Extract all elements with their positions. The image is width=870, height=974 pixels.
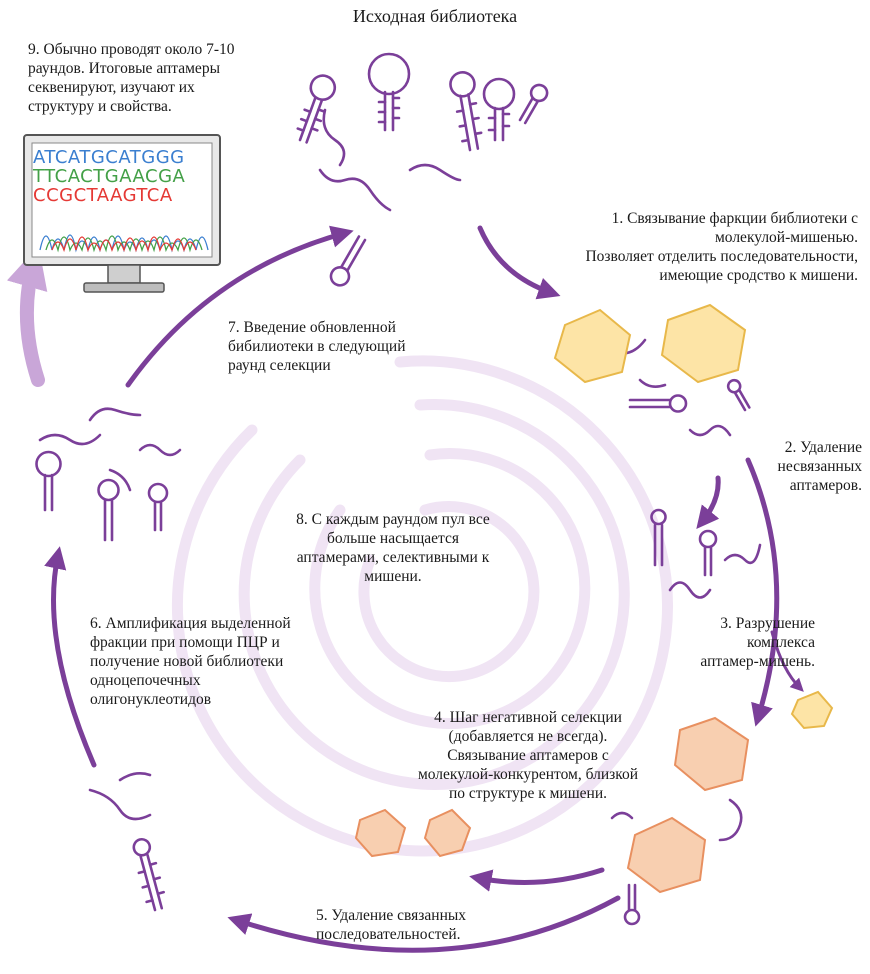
aptamer-hairpin-icon xyxy=(623,883,641,926)
aptamer-hairpin-icon xyxy=(650,508,667,567)
aptamer-hairpin-icon xyxy=(482,77,516,142)
sequence-line: CCGCTAAGTCA xyxy=(33,185,173,206)
competitor-molecule-icon xyxy=(354,808,407,858)
competitor-molecules xyxy=(354,716,750,894)
cycle-arrow-icon xyxy=(469,867,605,892)
step-4-text: 4. Шаг негативной селекции(добавляется н… xyxy=(417,709,639,802)
aptamer-hairpin-icon xyxy=(97,478,120,542)
computer-monitor-icon xyxy=(23,134,221,293)
aptamer-hairpin-icon xyxy=(132,837,165,912)
aptamer-hairpin-icon xyxy=(518,83,549,125)
cycle-arrow-icon xyxy=(227,895,621,953)
chromatogram-trace xyxy=(39,234,209,253)
cycle-arrow-icon xyxy=(125,225,354,388)
aptamer-hairpin-icon xyxy=(329,235,367,287)
diagram-title: Исходная библиотека xyxy=(352,6,518,26)
cycle-arrows xyxy=(44,225,804,953)
target-molecule-icon xyxy=(790,690,834,730)
aptamer-hairpin-icon xyxy=(628,394,688,413)
target-molecule-icon xyxy=(553,308,632,384)
competitor-molecule-icon xyxy=(673,716,750,792)
target-molecules xyxy=(553,303,834,730)
cycle-arrow-icon xyxy=(477,225,561,300)
aptamer-hairpin-icon xyxy=(296,74,337,144)
aptamer-hairpin-icon xyxy=(35,450,62,512)
cycle-arrow-icon xyxy=(44,546,97,768)
aptamer-hairpin-icon xyxy=(367,52,411,132)
aptamer-hairpin-icon xyxy=(147,482,169,532)
aptamer-hairpin-icon xyxy=(726,378,751,412)
cycle-arrow-icon xyxy=(770,630,804,692)
cycle-arrow-icon xyxy=(696,475,721,529)
aptamer-hairpin-icon xyxy=(449,71,483,152)
target-molecule-icon xyxy=(660,303,747,384)
cycle-arrow-icon xyxy=(745,457,780,727)
cycle-arrow-icon xyxy=(6,245,48,387)
spiral-icon xyxy=(171,355,673,857)
monitor-sequence: ATCATGCATGGG TTCACTGAACGA CCGCTAAGTCA xyxy=(33,148,185,205)
sequence-line: ATCATGCATGGG xyxy=(33,147,185,168)
aptamer-hairpin-icon xyxy=(698,529,718,577)
competitor-molecule-icon xyxy=(423,808,472,858)
sequence-line: TTCACTGAACGA xyxy=(33,166,186,187)
competitor-molecule-icon xyxy=(626,816,707,894)
